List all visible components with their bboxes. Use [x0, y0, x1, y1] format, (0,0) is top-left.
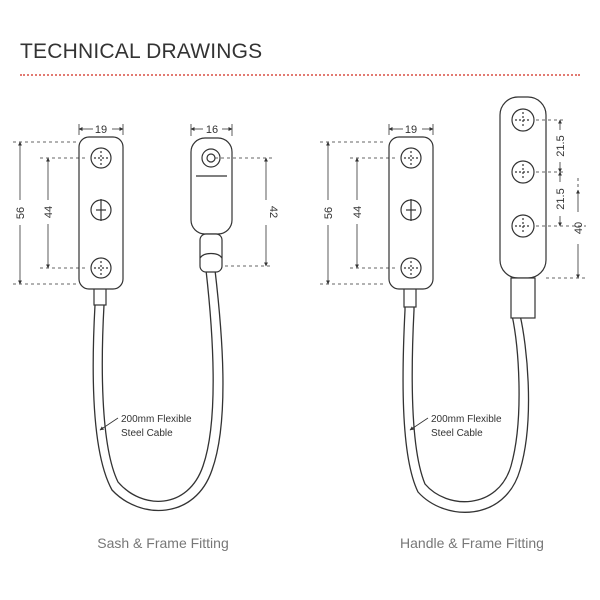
sash-cable-inner [101, 269, 214, 502]
handle-plate-height-label: 40 [573, 222, 585, 234]
handle-frame-caption: Handle & Frame Fitting [400, 535, 544, 551]
handle-width-label: 19 [405, 124, 417, 136]
handle-total-height-label: 56 [323, 207, 335, 219]
handle-frame-drawing [388, 96, 547, 513]
handle-pitch-lower-label: 21.5 [555, 188, 567, 209]
handle-screw-hole-top [400, 147, 422, 169]
handle-cable [402, 292, 530, 513]
handle-dimensions [320, 119, 586, 431]
sash-screw-hole-bottom [90, 257, 112, 279]
handle-cable-note-line1: 200mm Flexible [431, 414, 502, 425]
handle-hole-spacing-label: 44 [352, 206, 364, 218]
sash-screw-hole-top [90, 147, 112, 169]
handle-cable-inner [411, 292, 520, 503]
sash-hole-spacing-label: 44 [43, 206, 55, 218]
handle-pitch-upper-label: 21.5 [555, 135, 567, 156]
handle-screw-hole-bottom [400, 257, 422, 279]
sash-cable [92, 269, 224, 512]
sash-end-fitting-eye [201, 148, 221, 168]
handle-long-plate-sleeve [510, 277, 536, 319]
title-divider [20, 74, 580, 76]
sash-total-height-label: 56 [15, 207, 27, 219]
handle-cable-note-line2: Steel Cable [431, 428, 483, 439]
sash-end-height-label: 42 [267, 206, 279, 218]
sash-frame-caption: Sash & Frame Fitting [97, 535, 229, 551]
page-title: TECHNICAL DRAWINGS [20, 40, 263, 63]
sash-width-label: 19 [95, 124, 107, 136]
sash-frame-drawing [78, 136, 233, 512]
sash-cable-note-line1: 200mm Flexible [121, 414, 192, 425]
sash-end-width-label: 16 [206, 124, 218, 136]
sash-cable-note-line2: Steel Cable [121, 428, 173, 439]
sash-dimensions [13, 124, 272, 431]
